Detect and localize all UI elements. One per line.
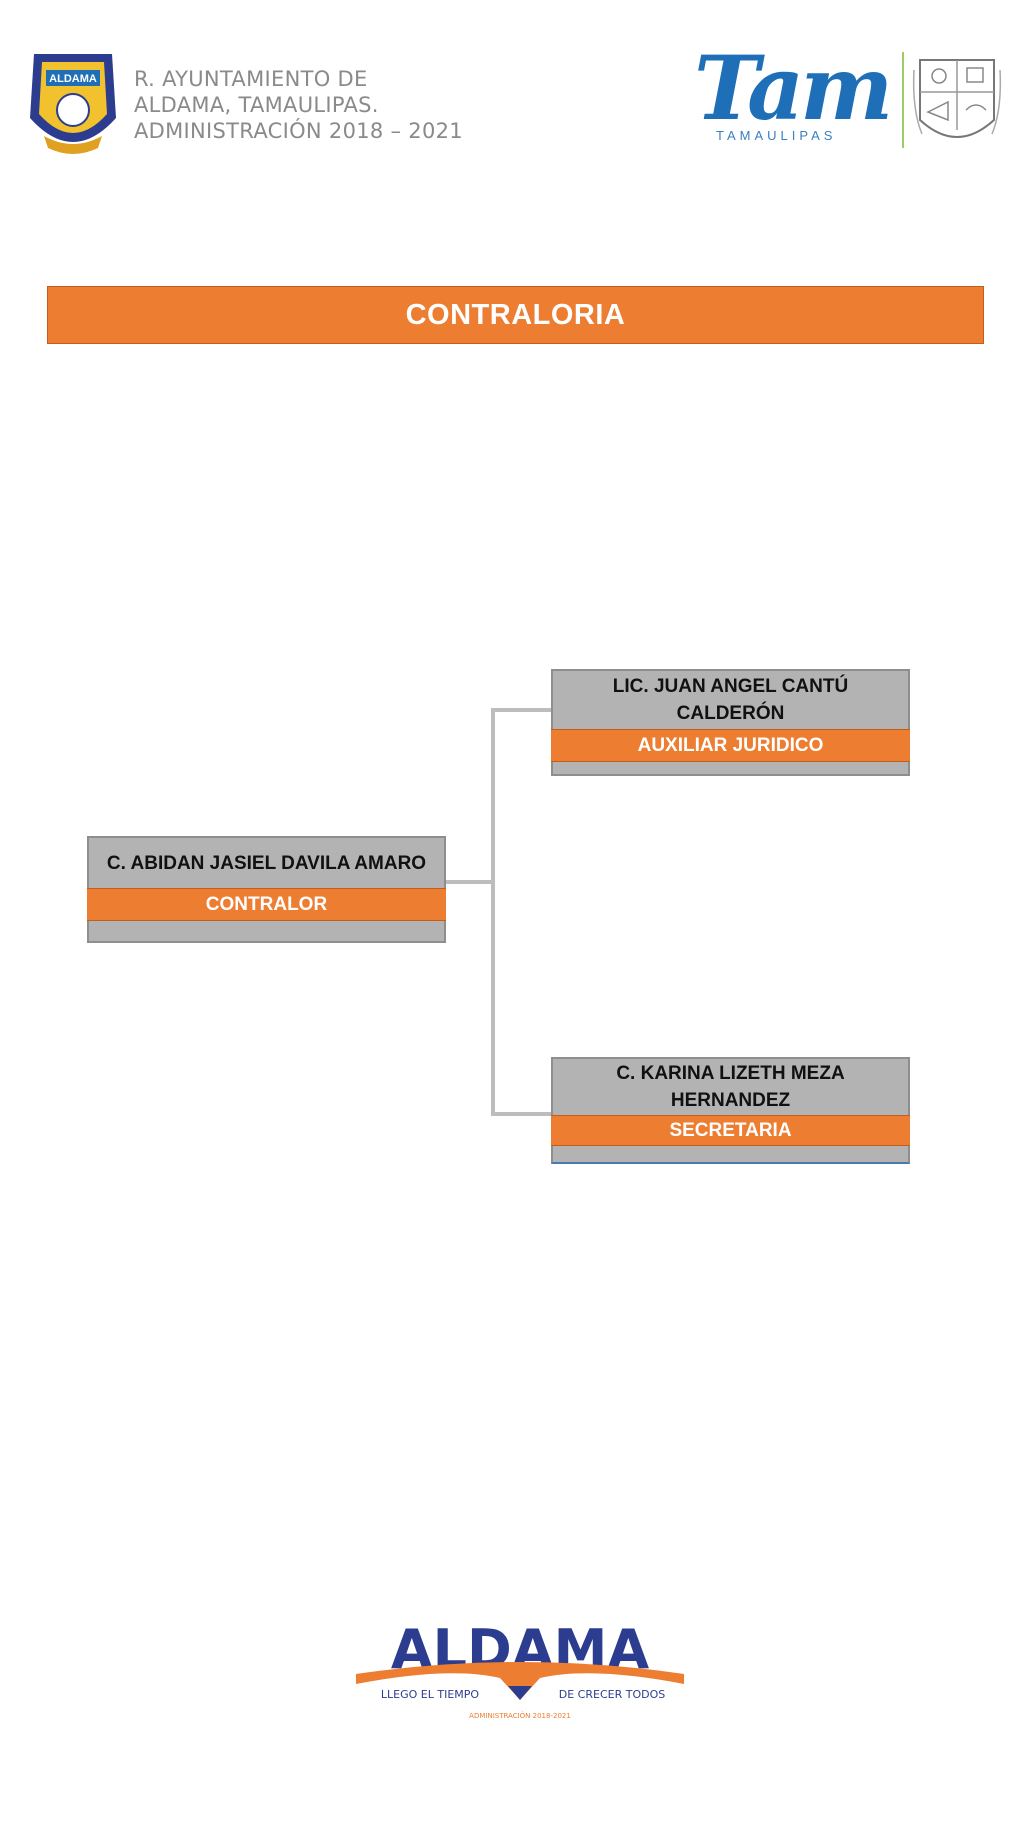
org-node-contralor: C. ABIDAN JASIEL DAVILA AMARO CONTRALOR [87, 836, 446, 943]
org-node-secretaria: C. KARINA LIZETH MEZA HERNANDEZ SECRETAR… [551, 1057, 910, 1164]
municipality-header-text: R. AYUNTAMIENTO DE ALDAMA, TAMAULIPAS. A… [134, 66, 463, 144]
header-line-1: R. AYUNTAMIENTO DE [134, 67, 368, 91]
tamaulipas-coat-of-arms [912, 50, 1002, 156]
svg-text:ADMINISTRACIÓN 2018-2021: ADMINISTRACIÓN 2018-2021 [469, 1711, 571, 1720]
svg-text:ALDAMA: ALDAMA [49, 73, 97, 85]
aldama-footer-logo: ALDAMA LLEGO EL TIEMPO DE CRECER TODOS A… [330, 1590, 710, 1730]
org-node-auxiliar-juridico: LIC. JUAN ANGEL CANTÚ CALDERÓN AUXILIAR … [551, 669, 910, 776]
node-name: C. KARINA LIZETH MEZA HERNANDEZ [616, 1063, 845, 1111]
header-line-2: ALDAMA, TAMAULIPAS. [134, 93, 379, 117]
page-title-bar: CONTRALORIA [47, 286, 984, 344]
logo-divider [902, 52, 904, 148]
node-name: LIC. JUAN ANGEL CANTÚ CALDERÓN [612, 676, 849, 724]
tam-logo-word: Tam [694, 36, 893, 140]
svg-text:DE CRECER TODOS: DE CRECER TODOS [559, 1688, 665, 1701]
svg-text:LLEGO EL TIEMPO: LLEGO EL TIEMPO [381, 1688, 479, 1701]
connector-vertical [491, 708, 495, 1116]
node-role: AUXILIAR JURIDICO [551, 729, 910, 762]
aldama-crest-logo: ALDAMA [24, 48, 122, 166]
tam-logo-subtext: TAMAULIPAS [716, 128, 837, 143]
connector-top-branch [491, 708, 552, 712]
node-role: CONTRALOR [87, 888, 446, 921]
connector-head-horizontal [446, 880, 493, 884]
node-name: C. ABIDAN JASIEL DAVILA AMARO [106, 852, 427, 874]
header-line-3: ADMINISTRACIÓN 2018 – 2021 [134, 119, 463, 143]
page-title: CONTRALORIA [405, 298, 626, 331]
connector-bottom-branch [491, 1112, 552, 1116]
node-role: SECRETARIA [551, 1115, 910, 1146]
tamaulipas-logo: Tam TAMAULIPAS [688, 40, 902, 150]
